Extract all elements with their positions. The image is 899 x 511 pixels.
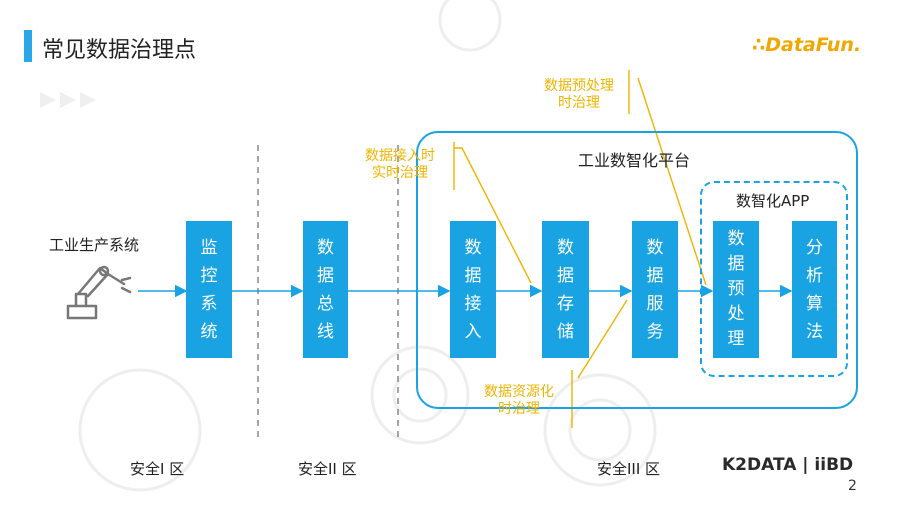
- data-preprocess-box: 数据预处理: [713, 221, 759, 358]
- annotation-preprocess: 数据预处理时治理: [544, 78, 614, 111]
- datafun-logo: ∴DataFun.: [752, 34, 861, 56]
- page-title: 常见数据治理点: [42, 38, 197, 63]
- annotation-ingest: 数据接入时实时治理: [365, 148, 435, 181]
- zone-2-label: 安全II 区: [298, 460, 357, 478]
- data-storage-box: 数据存储: [542, 221, 589, 358]
- platform-container: [416, 131, 858, 409]
- data-ingest-box: 数据接入: [450, 221, 496, 358]
- source-label: 工业生产系统: [49, 236, 140, 254]
- k2data-logo: K2DATA | iiBD: [722, 455, 854, 475]
- data-bus-box: 数据总线: [303, 221, 348, 358]
- analysis-algorithm-box: 分析算法: [792, 221, 837, 358]
- page-number: 2: [848, 478, 857, 494]
- data-service-box: 数据服务: [632, 221, 678, 358]
- title-accent-bar: [24, 30, 32, 62]
- zone-3-label: 安全III 区: [597, 460, 661, 478]
- zone-1-label: 安全I 区: [130, 460, 185, 478]
- annotation-resource: 数据资源化时治理: [484, 384, 554, 417]
- datafun-logo-text: DataFun.: [765, 34, 862, 56]
- platform-label: 工业数智化平台: [578, 151, 691, 170]
- app-container: [700, 181, 848, 377]
- monitor-system-box: 监控系统: [186, 221, 232, 358]
- app-label: 数智化APP: [736, 192, 810, 210]
- datafun-mark: ∴: [752, 34, 765, 56]
- robot-arm-icon: [66, 265, 132, 320]
